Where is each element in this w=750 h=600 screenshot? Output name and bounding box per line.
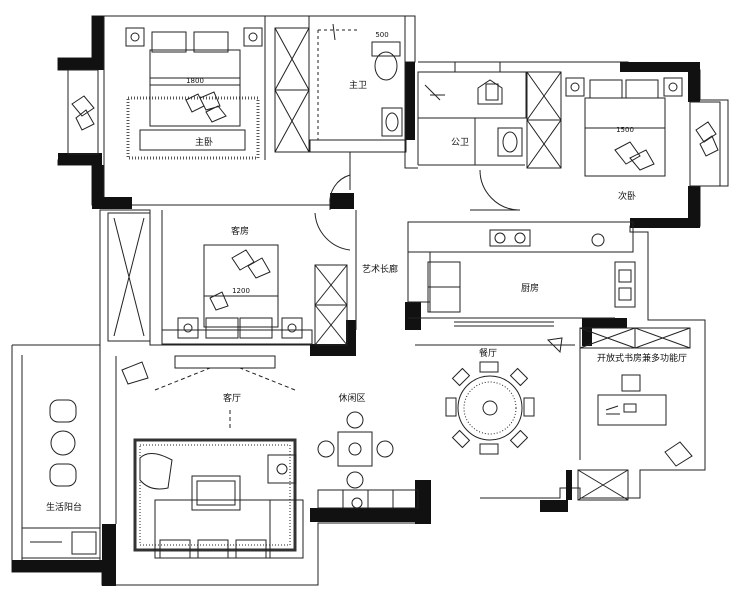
label-second-bedroom: 次卧	[618, 190, 636, 202]
master-bath	[308, 16, 407, 206]
guest-room	[107, 210, 357, 346]
second-bedroom	[526, 71, 721, 187]
wall-blocks	[12, 16, 700, 586]
dimension-labels: 1800 1500 1200 500	[186, 31, 634, 295]
dim-toilet: 500	[375, 31, 388, 39]
public-bath	[417, 61, 527, 211]
label-public-bath: 公卫	[451, 137, 469, 148]
dim-master-bed: 1800	[186, 77, 204, 85]
label-guest-room: 客房	[231, 225, 249, 237]
dim-guest-bed: 1200	[232, 287, 250, 295]
label-dining: 餐厅	[479, 347, 497, 359]
label-balcony: 生活阳台	[46, 501, 82, 513]
balcony	[21, 345, 101, 560]
kitchen	[407, 221, 636, 327]
leisure-area	[317, 411, 419, 509]
study	[577, 327, 693, 501]
label-master-bedroom: 主卧	[195, 136, 213, 148]
dim-second-bed: 1500	[616, 126, 634, 134]
dining	[415, 337, 575, 455]
living-room	[115, 355, 304, 559]
label-study: 开放式书房兼多功能厅	[597, 352, 687, 364]
master-bedroom	[67, 16, 310, 197]
label-master-bath: 主卫	[349, 79, 367, 91]
room-labels: 主卧 主卫 公卫 次卧 客房 艺术长廊 厨房 餐厅 客厅 休闲区 开放式书房兼多…	[46, 79, 687, 513]
label-art-corridor: 艺术长廊	[362, 263, 398, 275]
label-living: 客厅	[223, 392, 241, 404]
label-kitchen: 厨房	[521, 282, 539, 294]
label-leisure: 休闲区	[338, 392, 365, 404]
